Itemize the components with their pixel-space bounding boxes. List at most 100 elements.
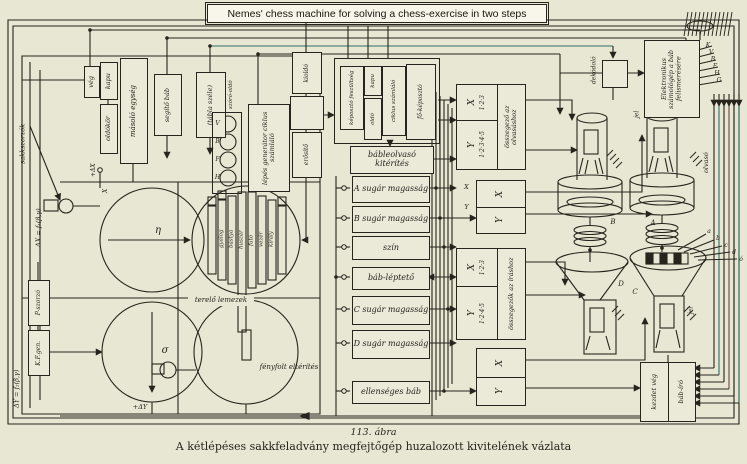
deflection-generator-group	[334, 58, 440, 144]
row-a-sugar-label: A sugár magasság	[353, 184, 429, 194]
row-d-sugar-label: D sugár magasság	[353, 339, 429, 349]
lepes-generator-label: lépés generátor ciklus számláló	[260, 111, 276, 185]
summer-read-xy-box: X Y	[476, 180, 526, 234]
row-ellenseges-label: ellenséges báb	[360, 387, 422, 397]
tabla-szele-box: (tábla széle)	[196, 72, 226, 138]
ciklus-szamlalo-box: ciklus számláló	[382, 66, 406, 136]
sigma-label: σ	[161, 344, 169, 356]
piece-letter-v: V	[215, 119, 220, 127]
jel-c-label: jel	[687, 306, 695, 314]
piece-letter-F: F	[712, 62, 718, 70]
row-bab-lepteto-box: báb-léptető	[352, 267, 430, 290]
kf-gen-box: K.F.gen.	[28, 330, 50, 376]
fenyfolt-label: fényfolt eltérítés	[259, 363, 319, 372]
piece-letter-B: B	[710, 55, 716, 63]
kepszto-feszultseg-box: képosztó feszültség	[340, 66, 364, 130]
bab-iro-label: báb-író	[677, 380, 686, 404]
figure-caption: A kétlépéses sakkfeladvány megfejtőgép h…	[175, 440, 572, 453]
summer-read-label: összegező az olvasáshoz	[503, 105, 519, 149]
strip-label-kiraly: király	[268, 231, 275, 247]
dekodolo-label: dekódoló	[590, 56, 598, 84]
summer-write-y: Y	[466, 310, 477, 317]
summer-read-x-ticks: 1·2·3	[478, 94, 486, 110]
piece-letter-G: G	[716, 76, 722, 84]
funnel-d-label: D	[618, 280, 624, 289]
piece-letter-h: H	[214, 173, 221, 181]
piece-letter-V: V	[708, 48, 714, 56]
row-b-sugar-box: B sugár magasság	[352, 206, 430, 233]
summer-read-xy-y: Y	[495, 217, 506, 224]
fan-letter-d: d	[732, 248, 736, 256]
summer-write-xy-box: X Y	[476, 348, 526, 406]
row-b-sugar-label: B sugár magasság	[353, 214, 429, 224]
veg-box: vég	[84, 66, 100, 98]
summer-read-y-ticks: 1·2·3·4·5	[478, 131, 486, 159]
olvaso-label: olvasó	[702, 152, 711, 174]
elektronikus-label: Elektronikus számológép a báb felismerés…	[660, 49, 683, 109]
masolo-egyseg-label: másoló egység	[129, 84, 138, 138]
erosito-box: erősítő	[292, 132, 322, 178]
eta-label: η	[155, 224, 161, 236]
row-d-sugar-box: D sugár magasság	[352, 330, 430, 359]
oldokor-box: oldókör	[100, 104, 118, 154]
elektronikus-box: Elektronikus számológép a báb felismerés…	[644, 40, 700, 118]
strip-label-huszar: huszár	[238, 230, 245, 250]
piece-letter-H: H	[714, 69, 720, 77]
row-ellenseges-box: ellenséges báb	[352, 381, 430, 404]
ciklus-szamlalo-label: ciklus számláló	[390, 79, 397, 123]
summer-write-xy-y: Y	[495, 388, 506, 395]
terelo-lemezek-label: terelő lemezek	[188, 295, 254, 306]
erosito-label: erősítő	[302, 144, 310, 166]
kapu-label: kapu	[104, 72, 113, 90]
tube-b-label: B	[610, 218, 616, 227]
oldo-label: oldó	[369, 113, 376, 125]
kioldo-box: kioldó	[292, 52, 322, 94]
fan-letter-c: c	[724, 241, 728, 249]
summer-read-x: X	[466, 99, 477, 106]
row-szin-label: szín	[382, 242, 400, 252]
plus-dy-label: +ΔY	[132, 402, 148, 411]
fo-kepszto-label: fő-képosztó	[416, 84, 424, 120]
y-wire-label: Y	[464, 202, 469, 211]
kepszto-feszultseg-label: képosztó feszültség	[348, 70, 355, 126]
piece-selector-box	[212, 112, 242, 194]
summer-write-x-ticks: 1·2·3	[478, 259, 486, 276]
oldokor-label: oldókör	[104, 116, 113, 142]
strip-label-vezer: vezér	[258, 231, 265, 247]
piece-letter-K: K	[705, 41, 711, 49]
veg-label: vég	[87, 76, 96, 88]
piece-letter-b: B	[215, 137, 220, 145]
segito-bab-label: segítő báb	[163, 87, 172, 123]
kezdet-veg-label: kezdet vég	[649, 374, 658, 410]
strip-label-futo: futó	[248, 234, 255, 246]
strip-label-bastya: bástya	[228, 229, 235, 249]
summer-write-y-ticks: 1·2·4·5	[478, 302, 486, 324]
p-szorzo-label: P-szorzó	[34, 290, 42, 316]
dx-formula-label: ΔX = f₁(β,γ)	[34, 208, 43, 248]
masolo-egyseg-box: másoló egység	[120, 58, 148, 164]
piece-letter-f: F	[215, 155, 220, 163]
kf-gen-label: K.F.gen.	[34, 340, 42, 366]
x-wire-label: X	[464, 182, 469, 191]
row-c-sugar-label: C sugár magasság	[353, 305, 429, 315]
dy-formula-label: ΔY = f₂(β,γ)	[12, 369, 21, 409]
kapu-box: kapu	[100, 62, 118, 100]
decoder-box	[602, 60, 628, 88]
summer-write-xy-x: X	[495, 359, 506, 366]
tube-a-label: A	[650, 219, 656, 228]
bableolvaso-box: bábleolvasó kitérítés	[350, 146, 434, 174]
junction-box	[290, 96, 324, 130]
row-szin-box: szín	[352, 236, 430, 260]
row-bab-lepteto-label: báb-léptető	[367, 273, 415, 283]
strip-label-gyalog: gyalog	[218, 229, 225, 249]
shaft-label: sakkszorzók	[18, 123, 27, 165]
fan-letter-b: b	[716, 234, 720, 242]
kezdet-bab-iro-box: kezdet vég báb-író	[640, 362, 696, 422]
summer-write-label: összegezők az íráshoz	[506, 257, 515, 331]
jel-b-label: jel	[633, 110, 641, 118]
kioldo-label: kioldó	[302, 63, 310, 83]
fo-kepszto-box: fő-képosztó	[406, 64, 436, 140]
